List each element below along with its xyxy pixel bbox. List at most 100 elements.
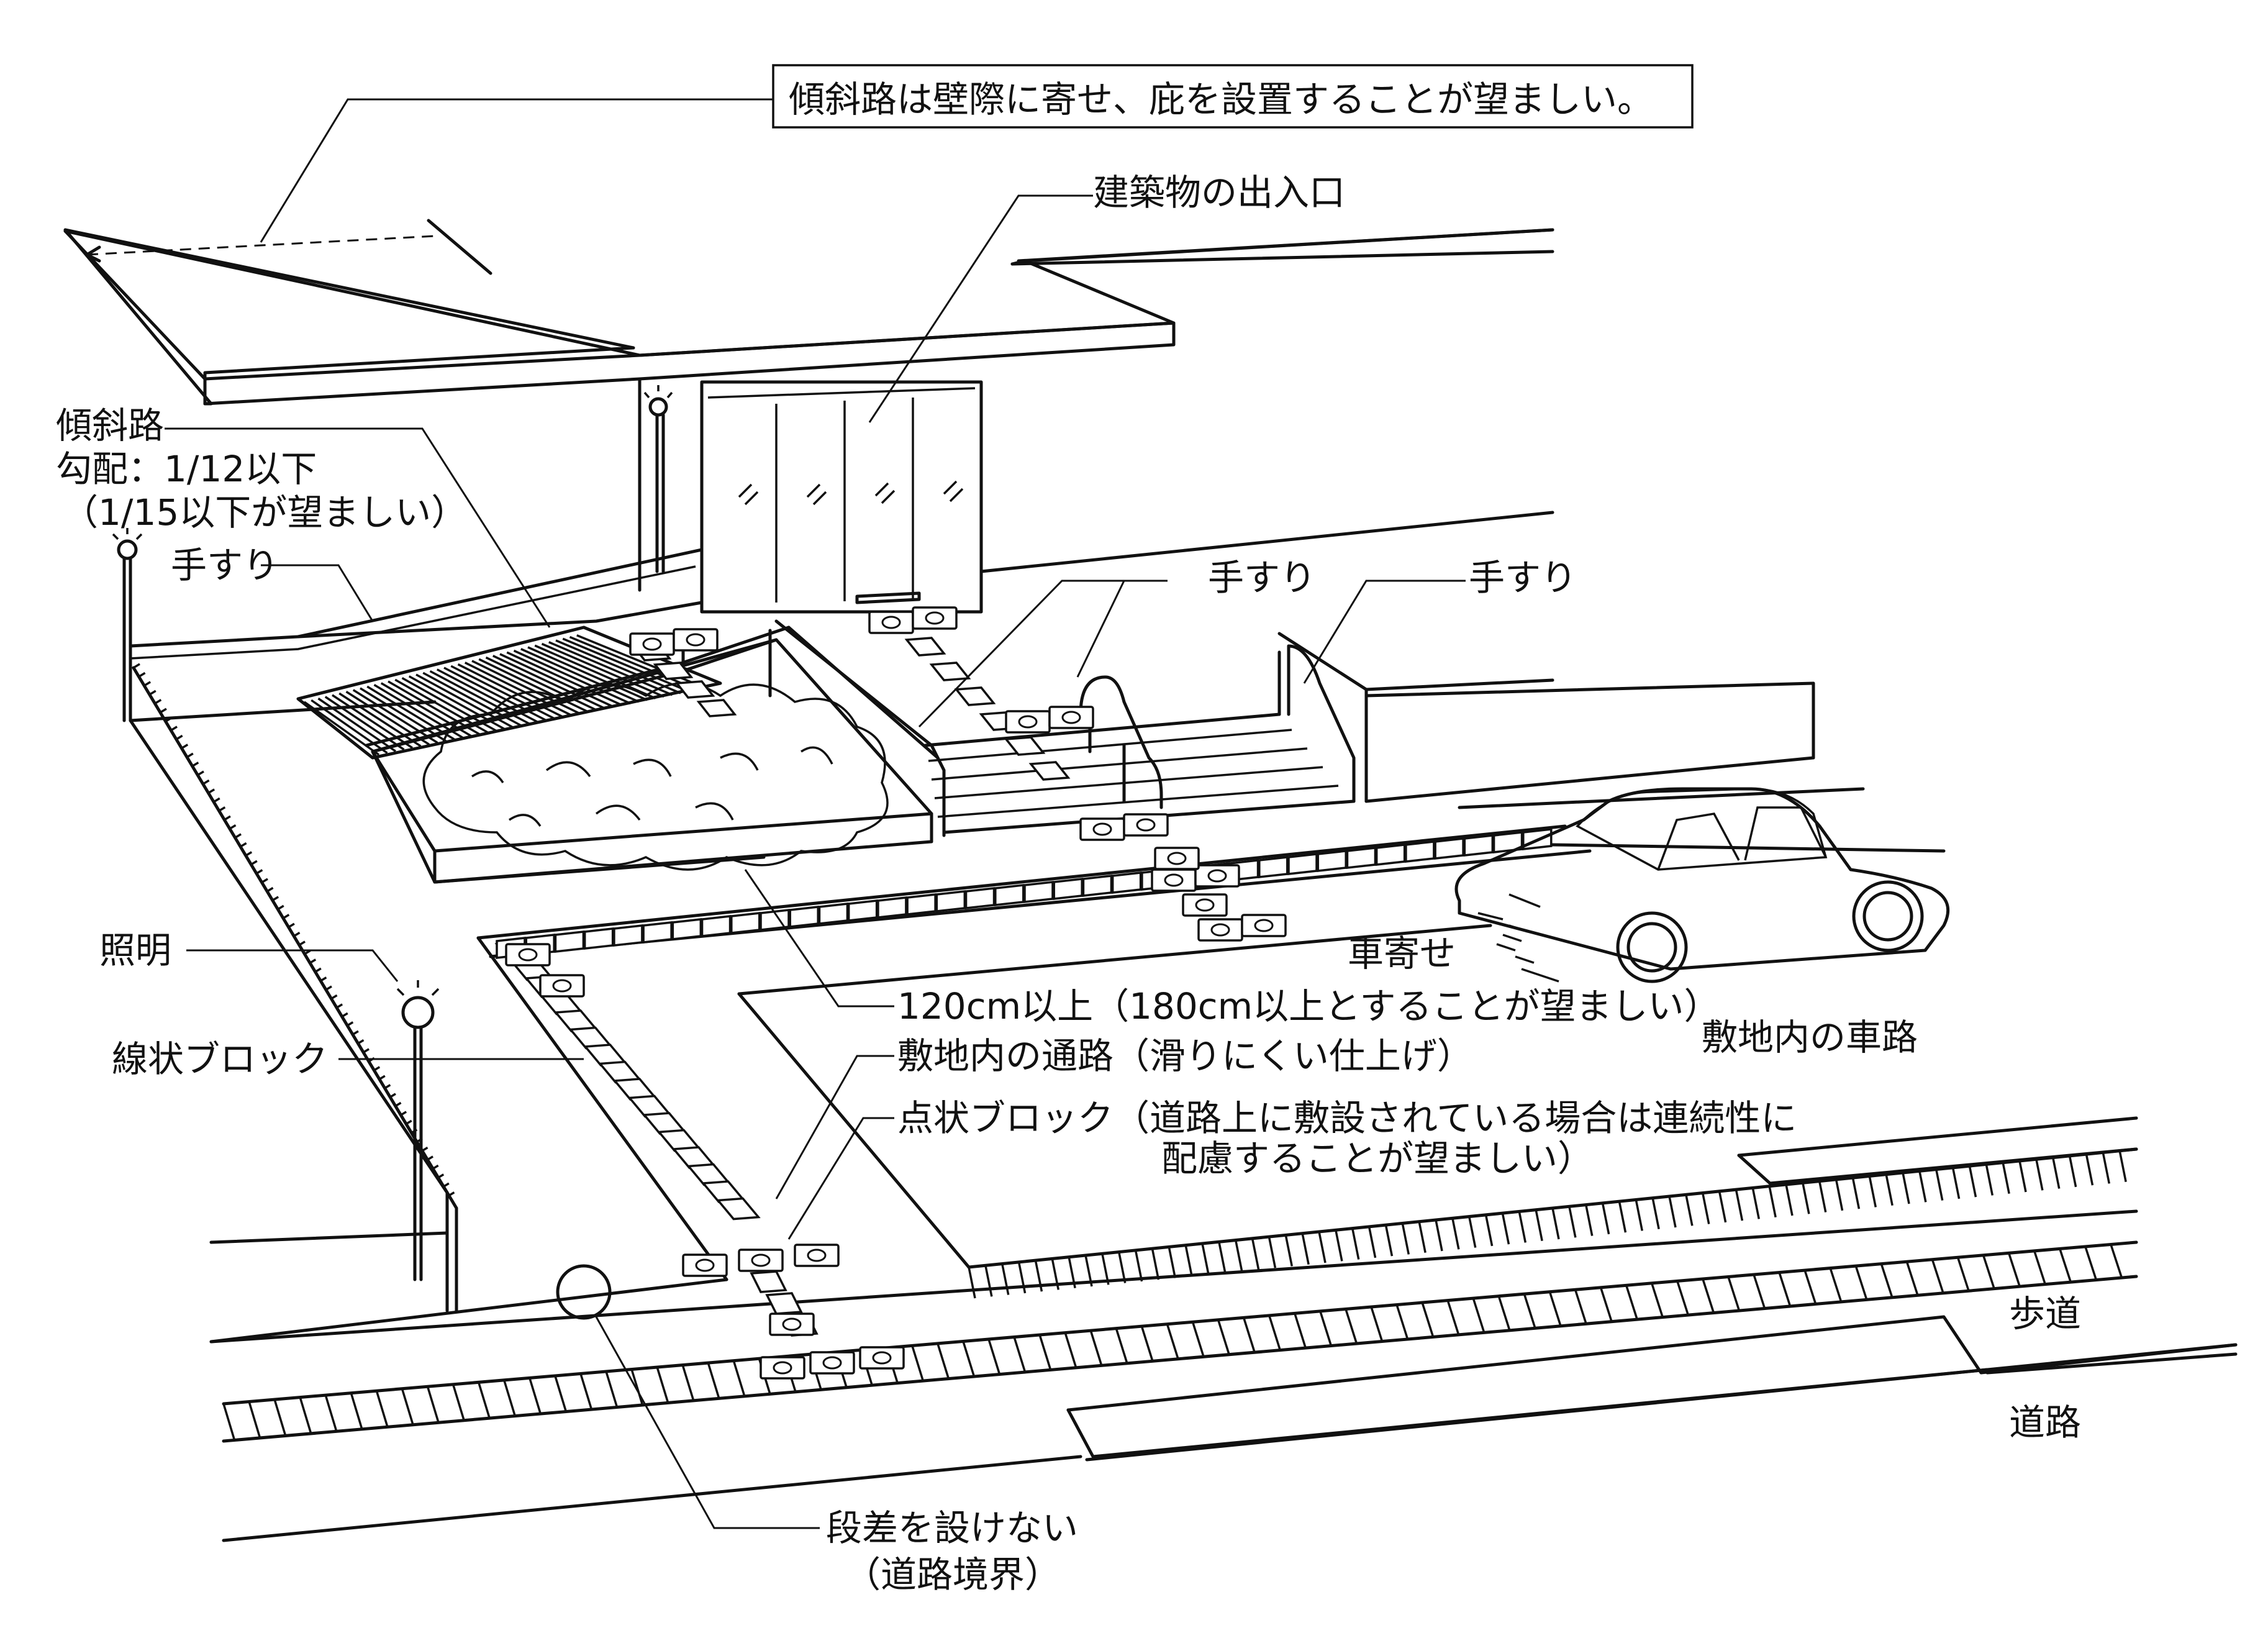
edge-hatch-line xyxy=(298,940,306,947)
curb-hatch-line xyxy=(1835,1179,1844,1211)
curb-hatch-line xyxy=(681,1365,695,1402)
edge-hatch-line xyxy=(288,922,295,929)
edge-hatch-line xyxy=(160,707,167,714)
curb-hatch-line xyxy=(1702,1278,1715,1314)
linear-block-tile xyxy=(964,887,996,909)
curb-hatch-line xyxy=(2008,1252,2021,1288)
curb-hatch-line xyxy=(2085,1153,2094,1186)
curb-hatch-line xyxy=(1395,1304,1409,1340)
curb-hatch-line xyxy=(451,1384,466,1422)
edge-hatch-line xyxy=(202,779,210,785)
edge-hatch-line xyxy=(394,1101,402,1108)
curb-hatch-line xyxy=(2118,1150,2127,1183)
curb-hatch-line xyxy=(1601,1203,1610,1235)
edge-hatch-line xyxy=(319,976,327,983)
curb-hatch-line xyxy=(1985,1164,1994,1196)
curb-hatch-line xyxy=(1089,1330,1103,1367)
linear-block-tile xyxy=(765,1292,803,1315)
linear-block-tile xyxy=(847,899,878,922)
linear-block-tile xyxy=(671,918,702,940)
curb-hatch-line xyxy=(1518,1211,1527,1243)
canopy xyxy=(63,219,1554,406)
linear-block-tile xyxy=(877,896,907,919)
curb-hatch-line xyxy=(2051,1157,2061,1189)
dot-block-tile xyxy=(505,943,551,967)
curb-hatch-line xyxy=(2059,1248,2072,1284)
curb-hatch-line xyxy=(1635,1199,1644,1231)
stairs xyxy=(923,632,1815,837)
ramp-hatch-line xyxy=(324,696,405,751)
dot-block-tile xyxy=(629,632,675,656)
linear-block-tile xyxy=(1434,837,1464,860)
curb-hatch-line xyxy=(1535,1209,1543,1242)
dot-block-dot xyxy=(1018,715,1038,729)
entrance-label: 建築物の出入口 xyxy=(1093,171,1345,214)
edge-hatch-line xyxy=(330,994,338,1000)
no-step-boundary-label: （道路境界） xyxy=(845,1553,1061,1596)
curb-hatch-line xyxy=(1625,1285,1639,1321)
edge-hatch-line xyxy=(335,1003,343,1009)
tactile-dot-blocks xyxy=(505,606,1287,1380)
curb-hatch-line xyxy=(401,1388,415,1426)
sidewalk-road xyxy=(209,1150,2238,1542)
ramp-hatch-line xyxy=(576,634,707,689)
edge-hatch-line xyxy=(154,699,162,705)
edge-hatch-line xyxy=(181,744,189,750)
dot-block-dot xyxy=(881,616,901,629)
ramp-hatch-line xyxy=(513,649,631,705)
curb-hatch-line xyxy=(1685,1194,1694,1226)
sidewalk-label: 歩道 xyxy=(2009,1293,2081,1335)
linear-block-tile xyxy=(696,699,737,717)
curb-hatch-line xyxy=(2035,1158,2044,1191)
linear-block-label: 線状ブロック xyxy=(112,1038,328,1080)
curb-hatch-line xyxy=(426,1386,440,1424)
ramp-hatch-line xyxy=(303,701,380,756)
dot-block-tile xyxy=(1005,710,1051,734)
linear-block-tile xyxy=(1028,761,1071,781)
edge-hatch-line xyxy=(399,1111,407,1117)
curb-hatch-line xyxy=(1184,1245,1193,1277)
curb-hatch-line xyxy=(1134,1250,1143,1282)
curb-hatch-line xyxy=(1000,1263,1010,1295)
curb-hatch-line xyxy=(1701,1193,1710,1224)
edge-hatch-line xyxy=(186,752,194,758)
curb-hatch-line xyxy=(1472,1298,1486,1334)
edge-hatch-line xyxy=(197,770,204,776)
dot-block-dot xyxy=(872,1351,892,1365)
handrail-left-label: 手すり xyxy=(171,544,279,586)
curb-hatch-line xyxy=(732,1360,746,1398)
curb-hatch-line xyxy=(1191,1321,1205,1358)
dot-block-label: 点状ブロック（道路上に敷設されている場合は連続性に xyxy=(897,1097,1797,1139)
note-top-label: 傾斜路は壁際に寄せ、庇を設置することが望ましい。 xyxy=(789,78,1653,121)
linear-block-tile xyxy=(929,662,971,681)
ramp-label: 傾斜路 xyxy=(56,404,164,447)
dot-block-dot xyxy=(642,637,662,651)
dot-block-dot xyxy=(1061,711,1081,724)
leader-lines xyxy=(165,98,1466,1529)
ramp-hatch-line xyxy=(499,653,614,708)
curb-hatch-line xyxy=(1284,1235,1294,1267)
curb-hatch-line xyxy=(1568,1206,1577,1238)
curb-hatch-line xyxy=(1523,1293,1537,1330)
curb-hatch-line xyxy=(1294,1312,1307,1350)
linear-block-tile xyxy=(1317,850,1347,872)
curb-hatch-line xyxy=(707,1362,720,1400)
edge-hatch-line xyxy=(165,716,173,723)
curb-hatch-line xyxy=(2068,1155,2077,1188)
linear-block-tile xyxy=(904,637,946,657)
ramp-hatch-line xyxy=(548,641,673,696)
curb-hatch-line xyxy=(1101,1253,1110,1285)
curb-hatch-line xyxy=(1418,1221,1427,1253)
dot-block-label-2: 配慮することが望ましい） xyxy=(1161,1137,1594,1180)
edge-hatch-line xyxy=(356,1039,365,1045)
curb-hatch-line xyxy=(1718,1191,1727,1223)
linear-block-tile xyxy=(750,1270,787,1293)
curb-hatch-line xyxy=(1384,1224,1394,1257)
linear-block-tile xyxy=(1405,840,1435,863)
edge-hatch-line xyxy=(224,815,231,821)
dot-block-tile xyxy=(1151,868,1197,892)
ramp-hatch-line xyxy=(485,656,597,712)
curb-hatch-line xyxy=(1501,1212,1510,1245)
dot-block-tile xyxy=(1197,918,1243,942)
